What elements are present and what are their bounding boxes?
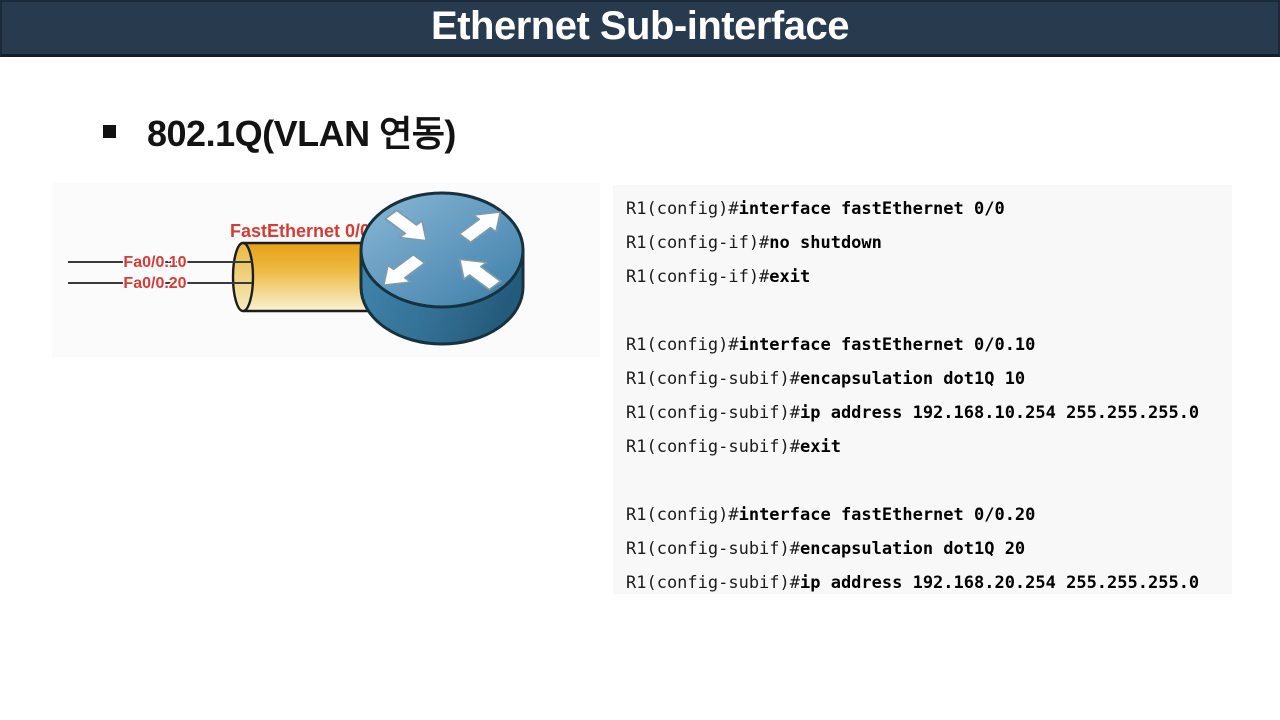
terminal-prompt: R1(config)#	[626, 199, 739, 219]
terminal-line	[626, 294, 1232, 328]
terminal-command: interface fastEthernet 0/0	[738, 199, 1005, 219]
arrow-out-topright-icon	[458, 211, 502, 244]
terminal-line: R1(config)#interface fastEthernet 0/0.10	[626, 328, 1232, 362]
bullet-text: 802.1Q(VLAN 연동)	[147, 113, 456, 154]
terminal-line: R1(config-subif)#encapsulation dot1Q 10	[626, 362, 1232, 396]
terminal-line: R1(config-if)#exit	[626, 260, 1232, 294]
router-icon	[359, 191, 525, 346]
slide-title: Ethernet Sub-interface	[431, 3, 849, 48]
terminal-prompt: R1(config)#	[626, 505, 739, 525]
terminal-prompt: R1(config-if)#	[626, 233, 770, 253]
terminal-prompt: R1(config)#	[626, 335, 739, 355]
subif-label-10: Fa0/0.10	[123, 254, 186, 271]
terminal-line: R1(config-subif)#exit	[626, 430, 1232, 464]
interface-label: FastEthernet 0/0	[230, 221, 370, 241]
terminal-command: ip address 192.168.20.254 255.255.255.0	[800, 573, 1200, 593]
terminal-prompt: R1(config-subif)#	[626, 369, 800, 389]
terminal-line: R1(config-subif)#ip address 192.168.20.2…	[626, 566, 1232, 600]
diagram-canvas: FastEthernet 0/0 Fa0/0.10 Fa0/0.20	[68, 191, 525, 346]
arrow-in-bottomright-icon	[458, 258, 502, 291]
terminal-prompt: R1(config-if)#	[626, 267, 770, 287]
terminal-line: R1(config)#interface fastEthernet 0/0	[626, 192, 1232, 226]
subif-label-20: Fa0/0.20	[123, 275, 186, 292]
terminal-command: interface fastEthernet 0/0.10	[738, 335, 1036, 355]
terminal-command: ip address 192.168.10.254 255.255.255.0	[800, 403, 1200, 423]
terminal-line	[626, 464, 1232, 498]
bullet-marker-icon	[103, 124, 116, 138]
subinterface-diagram: FastEthernet 0/0 Fa0/0.10 Fa0/0.20	[52, 183, 600, 357]
terminal-prompt: R1(config-subif)#	[626, 437, 800, 457]
bullet-row: 802.1Q(VLAN 연동)	[103, 105, 456, 157]
terminal-command: exit	[769, 267, 811, 287]
slide-header: Ethernet Sub-interface	[0, 0, 1280, 57]
terminal-command: no shutdown	[769, 233, 882, 253]
terminal-panel: R1(config)#interface fastEthernet 0/0 R1…	[613, 185, 1232, 594]
terminal-command: exit	[800, 437, 841, 457]
arrow-out-bottomleft-icon	[382, 253, 426, 286]
arrow-in-topleft-icon	[384, 209, 428, 242]
terminal-command: interface fastEthernet 0/0.20	[738, 505, 1036, 525]
terminal-line: R1(config-subif)#ip address 192.168.10.2…	[626, 396, 1232, 430]
terminal-prompt: R1(config-subif)#	[626, 539, 800, 559]
subinterface-wires	[68, 261, 252, 284]
terminal-command: encapsulation dot1Q 10	[800, 369, 1026, 389]
terminal-line: R1(config-if)#no shutdown	[626, 226, 1232, 260]
terminal-prompt: R1(config-subif)#	[626, 573, 800, 593]
terminal-prompt: R1(config-subif)#	[626, 403, 800, 423]
terminal-line: R1(config-subif)#encapsulation dot1Q 20	[626, 532, 1232, 566]
terminal-command: encapsulation dot1Q 20	[800, 539, 1026, 559]
terminal-line: R1(config)#interface fastEthernet 0/0.20	[626, 498, 1232, 532]
